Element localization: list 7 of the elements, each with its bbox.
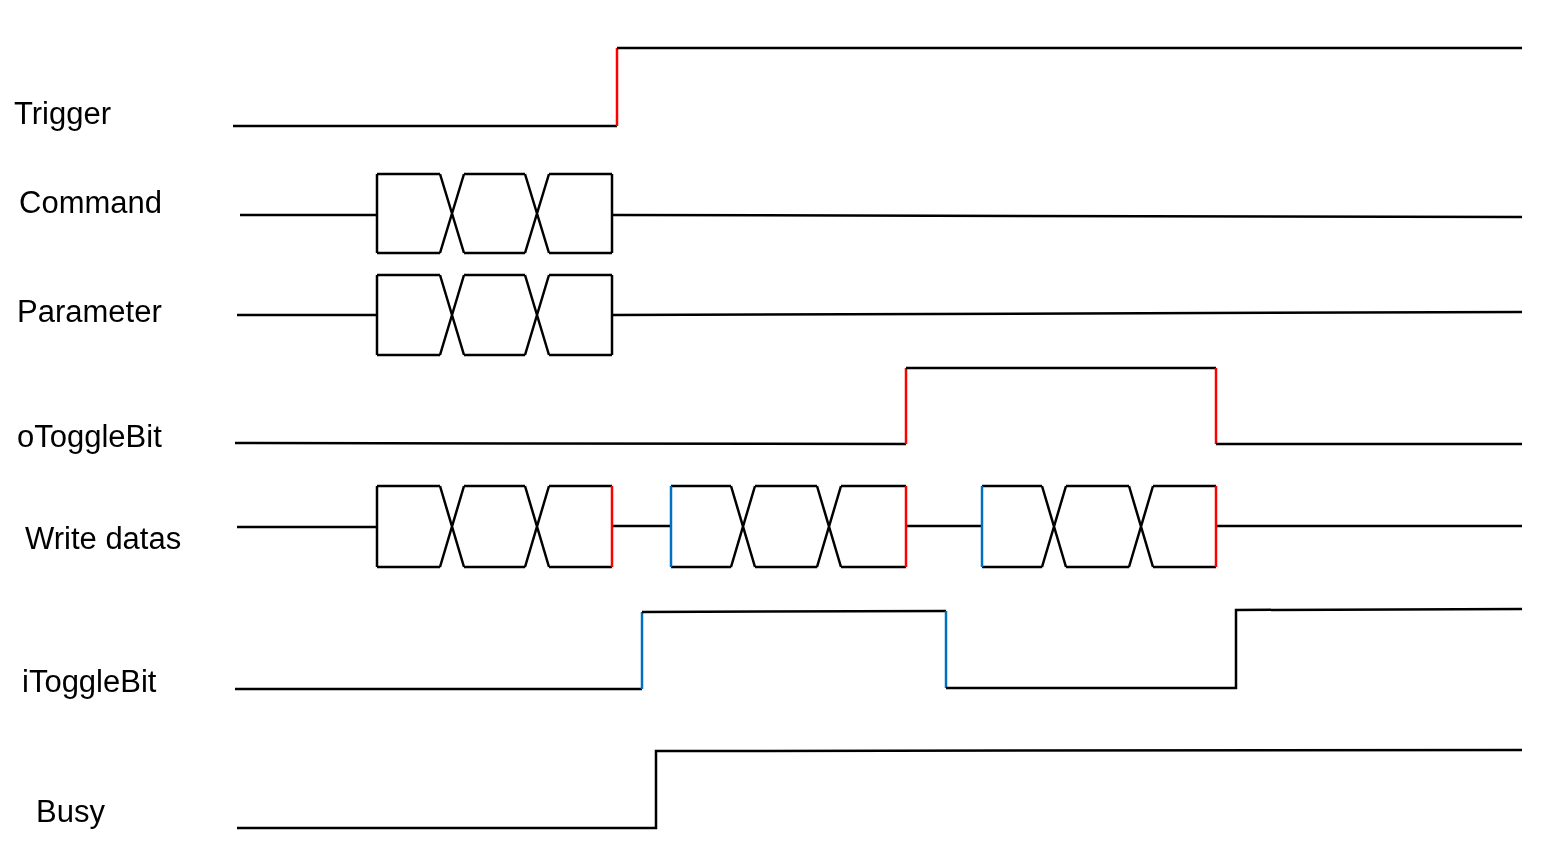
signal-label: oToggleBit <box>17 421 162 452</box>
signal-label: iToggleBit <box>22 666 157 697</box>
signal-label: Trigger <box>14 98 112 129</box>
signal-label: Busy <box>36 796 105 827</box>
signal-label: Parameter <box>17 296 162 327</box>
signal-label: Command <box>19 187 162 218</box>
signal-label: Write datas <box>25 523 182 554</box>
